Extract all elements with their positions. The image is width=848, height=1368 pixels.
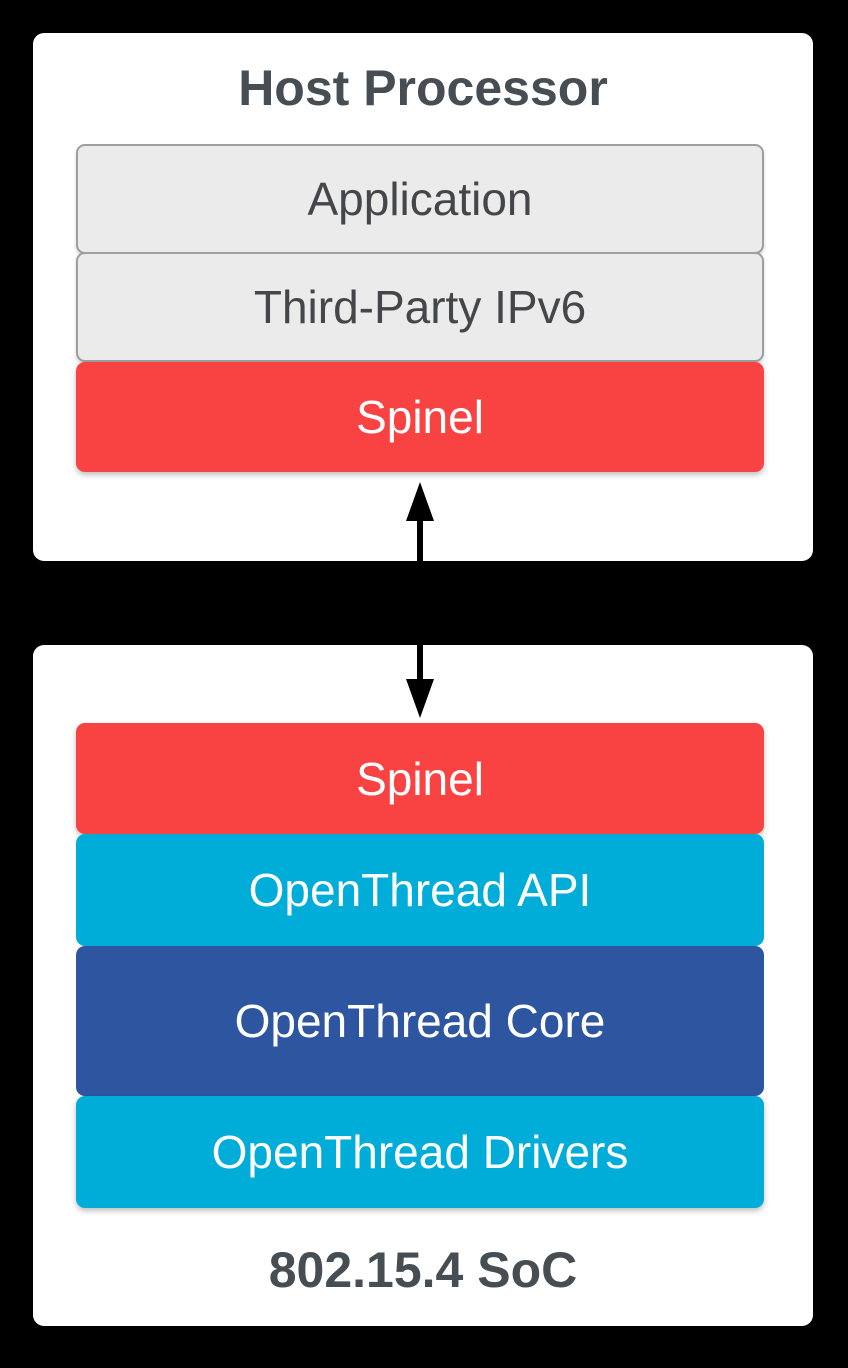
soc-layer-stack: Spinel OpenThread API OpenThread Core Op… [76,723,764,1208]
layer-label: Spinel [356,752,484,805]
layer-openthread-api: OpenThread API [76,834,764,946]
layer-application: Application [76,144,764,254]
layer-spinel-ncp: Spinel [76,723,764,834]
layer-label: Application [307,173,533,225]
host-layer-stack: Application Third-Party IPv6 Spinel [76,144,764,472]
layer-openthread-core: OpenThread Core [76,946,764,1096]
layer-openthread-drivers: OpenThread Drivers [76,1096,764,1208]
layer-spinel-host: Spinel [76,362,764,472]
layer-label: Third-Party IPv6 [253,281,587,333]
connector-arrow [406,482,434,718]
layer-third-party-ipv6: Third-Party IPv6 [76,252,764,362]
layer-label: Spinel [356,391,484,443]
layer-label: OpenThread Core [234,995,606,1047]
host-processor-title: Host Processor [238,60,608,116]
layer-label: OpenThread API [248,864,592,916]
arrow-up-head [406,482,434,521]
host-processor-card: Host Processor Application Third-Party I… [33,33,813,561]
arrow-down-head [406,679,434,718]
soc-title: 802.15.4 SoC [268,1242,578,1298]
layer-label: OpenThread Drivers [211,1126,629,1178]
soc-card: Spinel OpenThread API OpenThread Core Op… [33,645,813,1326]
